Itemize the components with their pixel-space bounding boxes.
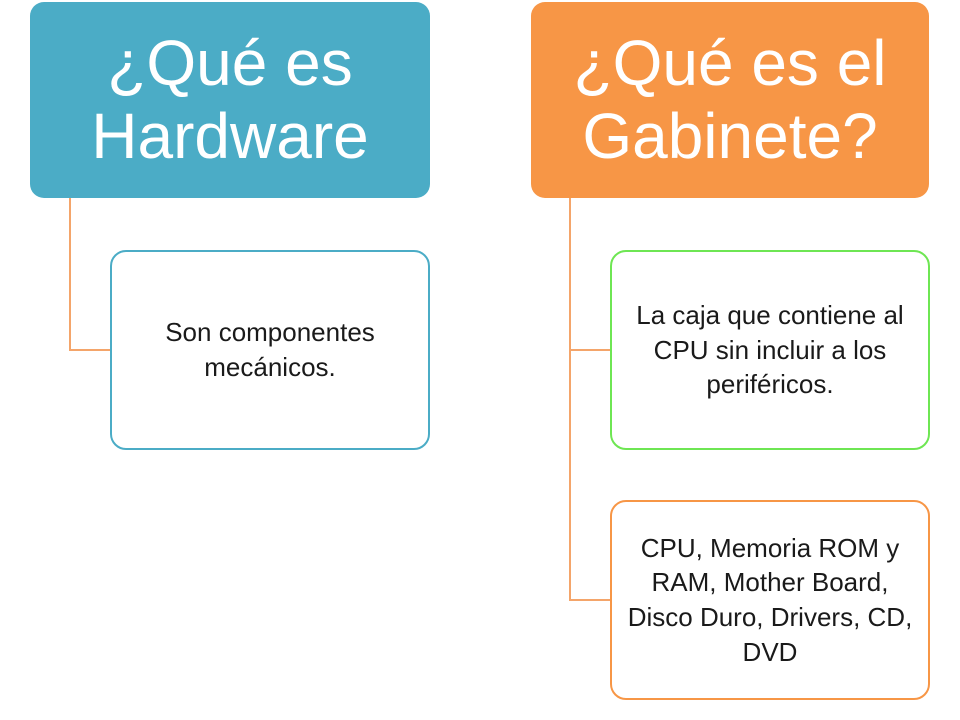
gabinete-components-box: CPU, Memoria ROM y RAM, Mother Board, Di… [610,500,930,700]
hardware-connector [69,198,110,351]
gabinete-connector-2 [569,350,610,601]
gabinete-connector-1 [569,198,610,351]
gabinete-definition-box: La caja que contiene al CPU sin incluir … [610,250,930,450]
gabinete-header-box: ¿Qué es el Gabinete? [531,2,929,198]
hardware-definition-box: Son componentes mecánicos. [110,250,430,450]
hardware-header-box: ¿Qué es Hardware [30,2,430,198]
